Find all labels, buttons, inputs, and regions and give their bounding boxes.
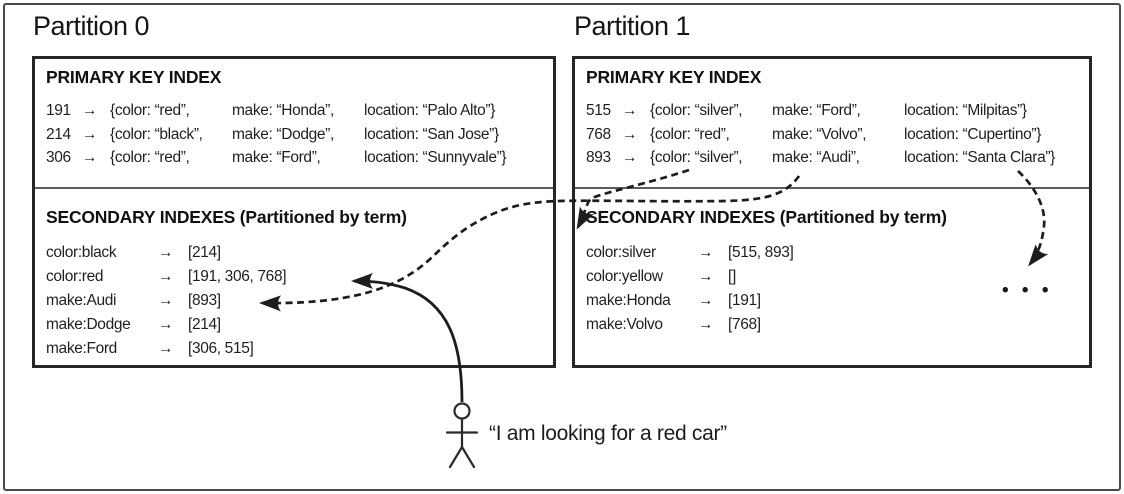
doc-make: make: “Dodge”,	[232, 125, 334, 143]
arrow-glyph: →	[82, 102, 98, 119]
index-term: color:red	[46, 268, 104, 285]
index-term: color:yellow	[586, 268, 663, 285]
index-ids: []	[728, 268, 736, 285]
primary-row: 893 → {color: “silver”, make: “Audi”, lo…	[586, 146, 1079, 170]
index-ids: [191]	[728, 292, 761, 309]
primary-row: 214 → {color: “black”, make: “Dodge”, lo…	[46, 123, 543, 147]
partition-0-box: PRIMARY KEY INDEX 191 → {color: “red”, m…	[32, 56, 556, 368]
secondary-index-entry: make:Dodge → [214]	[46, 313, 221, 337]
index-term: make:Honda	[586, 292, 671, 309]
secondary-index-entry-highlighted: color:red → [191, 306, 768]	[38, 265, 297, 289]
secondary-index-entry: make:Volvo → [768]	[586, 313, 761, 337]
arrow-glyph: →	[698, 244, 714, 261]
arrow-glyph: →	[622, 125, 638, 143]
primary-rows: 515 → {color: “silver”, make: “Ford”, lo…	[586, 99, 1079, 170]
doc-make: make: “Ford”,	[772, 102, 861, 119]
primary-rows: 191 → {color: “red”, make: “Honda”, loca…	[46, 99, 543, 170]
doc-location: location: “Palo Alto”}	[364, 102, 496, 119]
doc-id: 306	[46, 149, 71, 166]
index-ids: [191, 306, 768]	[188, 268, 287, 285]
secondary-indexes-heading: SECONDARY INDEXES (Partitioned by term)	[586, 207, 947, 227]
index-ids: [214]	[188, 316, 221, 333]
doc-make: make: “Ford”,	[232, 149, 321, 166]
secondary-index-entry: make:Ford → [306, 515]	[46, 337, 254, 361]
doc-make: make: “Honda”,	[232, 102, 334, 119]
partition-0-primary-key-index: PRIMARY KEY INDEX 191 → {color: “red”, m…	[35, 59, 553, 189]
index-ids: [306, 515]	[188, 340, 254, 357]
doc-make: make: “Audi”,	[772, 149, 860, 166]
partition-1-label: Partition 1	[574, 11, 691, 41]
doc-id: 768	[586, 125, 611, 143]
doc-color: {color: “red”,	[650, 125, 730, 143]
arrow-glyph: →	[622, 102, 638, 119]
secondary-index-entry: make:Honda → [191]	[586, 289, 761, 313]
doc-location: location: “San Jose”}	[364, 125, 499, 143]
doc-color: {color: “silver”,	[650, 102, 743, 119]
index-term: color:black	[46, 244, 117, 261]
primary-key-index-heading: PRIMARY KEY INDEX	[46, 67, 222, 87]
index-term: make:Volvo	[586, 316, 663, 333]
arrow-glyph: →	[158, 316, 174, 333]
partition-1-primary-key-index: PRIMARY KEY INDEX 515 → {color: “silver”…	[575, 59, 1089, 189]
partition-1-secondary-indexes: SECONDARY INDEXES (Partitioned by term) …	[575, 189, 1089, 337]
secondary-index-entry: color:yellow → []	[586, 265, 736, 289]
arrow-glyph: →	[82, 125, 98, 143]
doc-location: location: “Sunnyvale”}	[364, 149, 507, 166]
doc-make: make: “Volvo”,	[772, 125, 867, 143]
index-term: make:Dodge	[46, 316, 131, 333]
partition-0-label: Partition 0	[33, 11, 150, 41]
arrow-glyph: →	[158, 268, 174, 285]
arrow-glyph: →	[158, 244, 174, 261]
figure-border	[3, 3, 1121, 491]
partition-0-secondary-indexes: SECONDARY INDEXES (Partitioned by term) …	[35, 189, 553, 361]
secondary-rows: color:black → [214] color:red → [191, 30…	[38, 241, 543, 361]
index-ids: [893]	[188, 292, 221, 309]
primary-row: 768 → {color: “red”, make: “Volvo”, loca…	[586, 123, 1079, 147]
doc-id: 893	[586, 149, 611, 166]
primary-key-index-heading: PRIMARY KEY INDEX	[586, 67, 762, 87]
arrow-glyph: →	[698, 316, 714, 333]
doc-color: {color: “black”,	[110, 125, 203, 143]
doc-location: location: “Santa Clara”}	[904, 149, 1055, 166]
arrow-glyph: →	[698, 292, 714, 309]
doc-id: 214	[46, 125, 71, 143]
doc-id: 515	[586, 102, 611, 119]
doc-color: {color: “red”,	[110, 149, 190, 166]
arrow-glyph: →	[82, 149, 98, 166]
primary-row: 191 → {color: “red”, make: “Honda”, loca…	[46, 99, 543, 123]
index-term: color:silver	[586, 244, 656, 261]
index-ids: [768]	[728, 316, 761, 333]
index-ids: [214]	[188, 244, 221, 261]
primary-row: 515 → {color: “silver”, make: “Ford”, lo…	[586, 99, 1079, 123]
secondary-index-entry: color:silver → [515, 893]	[586, 241, 794, 265]
secondary-index-entry: color:black → [214]	[46, 241, 221, 265]
doc-color: {color: “red”,	[110, 102, 190, 119]
doc-location: location: “Milpitas”}	[904, 102, 1027, 119]
doc-location: location: “Cupertino”}	[904, 125, 1042, 143]
doc-id: 191	[46, 102, 71, 119]
user-query-quote: “I am looking for a red car”	[489, 422, 727, 445]
primary-row: 306 → {color: “red”, make: “Ford”, locat…	[46, 146, 543, 170]
doc-color: {color: “silver”,	[650, 149, 743, 166]
index-term: make:Ford	[46, 340, 117, 357]
index-term: make:Audi	[46, 292, 117, 309]
arrow-glyph: →	[158, 292, 174, 309]
arrow-glyph: →	[698, 268, 714, 285]
arrow-glyph: →	[622, 149, 638, 166]
partition-1-box: PRIMARY KEY INDEX 515 → {color: “silver”…	[572, 56, 1092, 368]
secondary-index-entry: make:Audi → [893]	[46, 289, 221, 313]
secondary-indexes-heading: SECONDARY INDEXES (Partitioned by term)	[46, 207, 407, 227]
arrow-glyph: →	[158, 340, 174, 357]
index-ids: [515, 893]	[728, 244, 794, 261]
more-partitions-ellipsis: • • •	[1002, 280, 1053, 301]
